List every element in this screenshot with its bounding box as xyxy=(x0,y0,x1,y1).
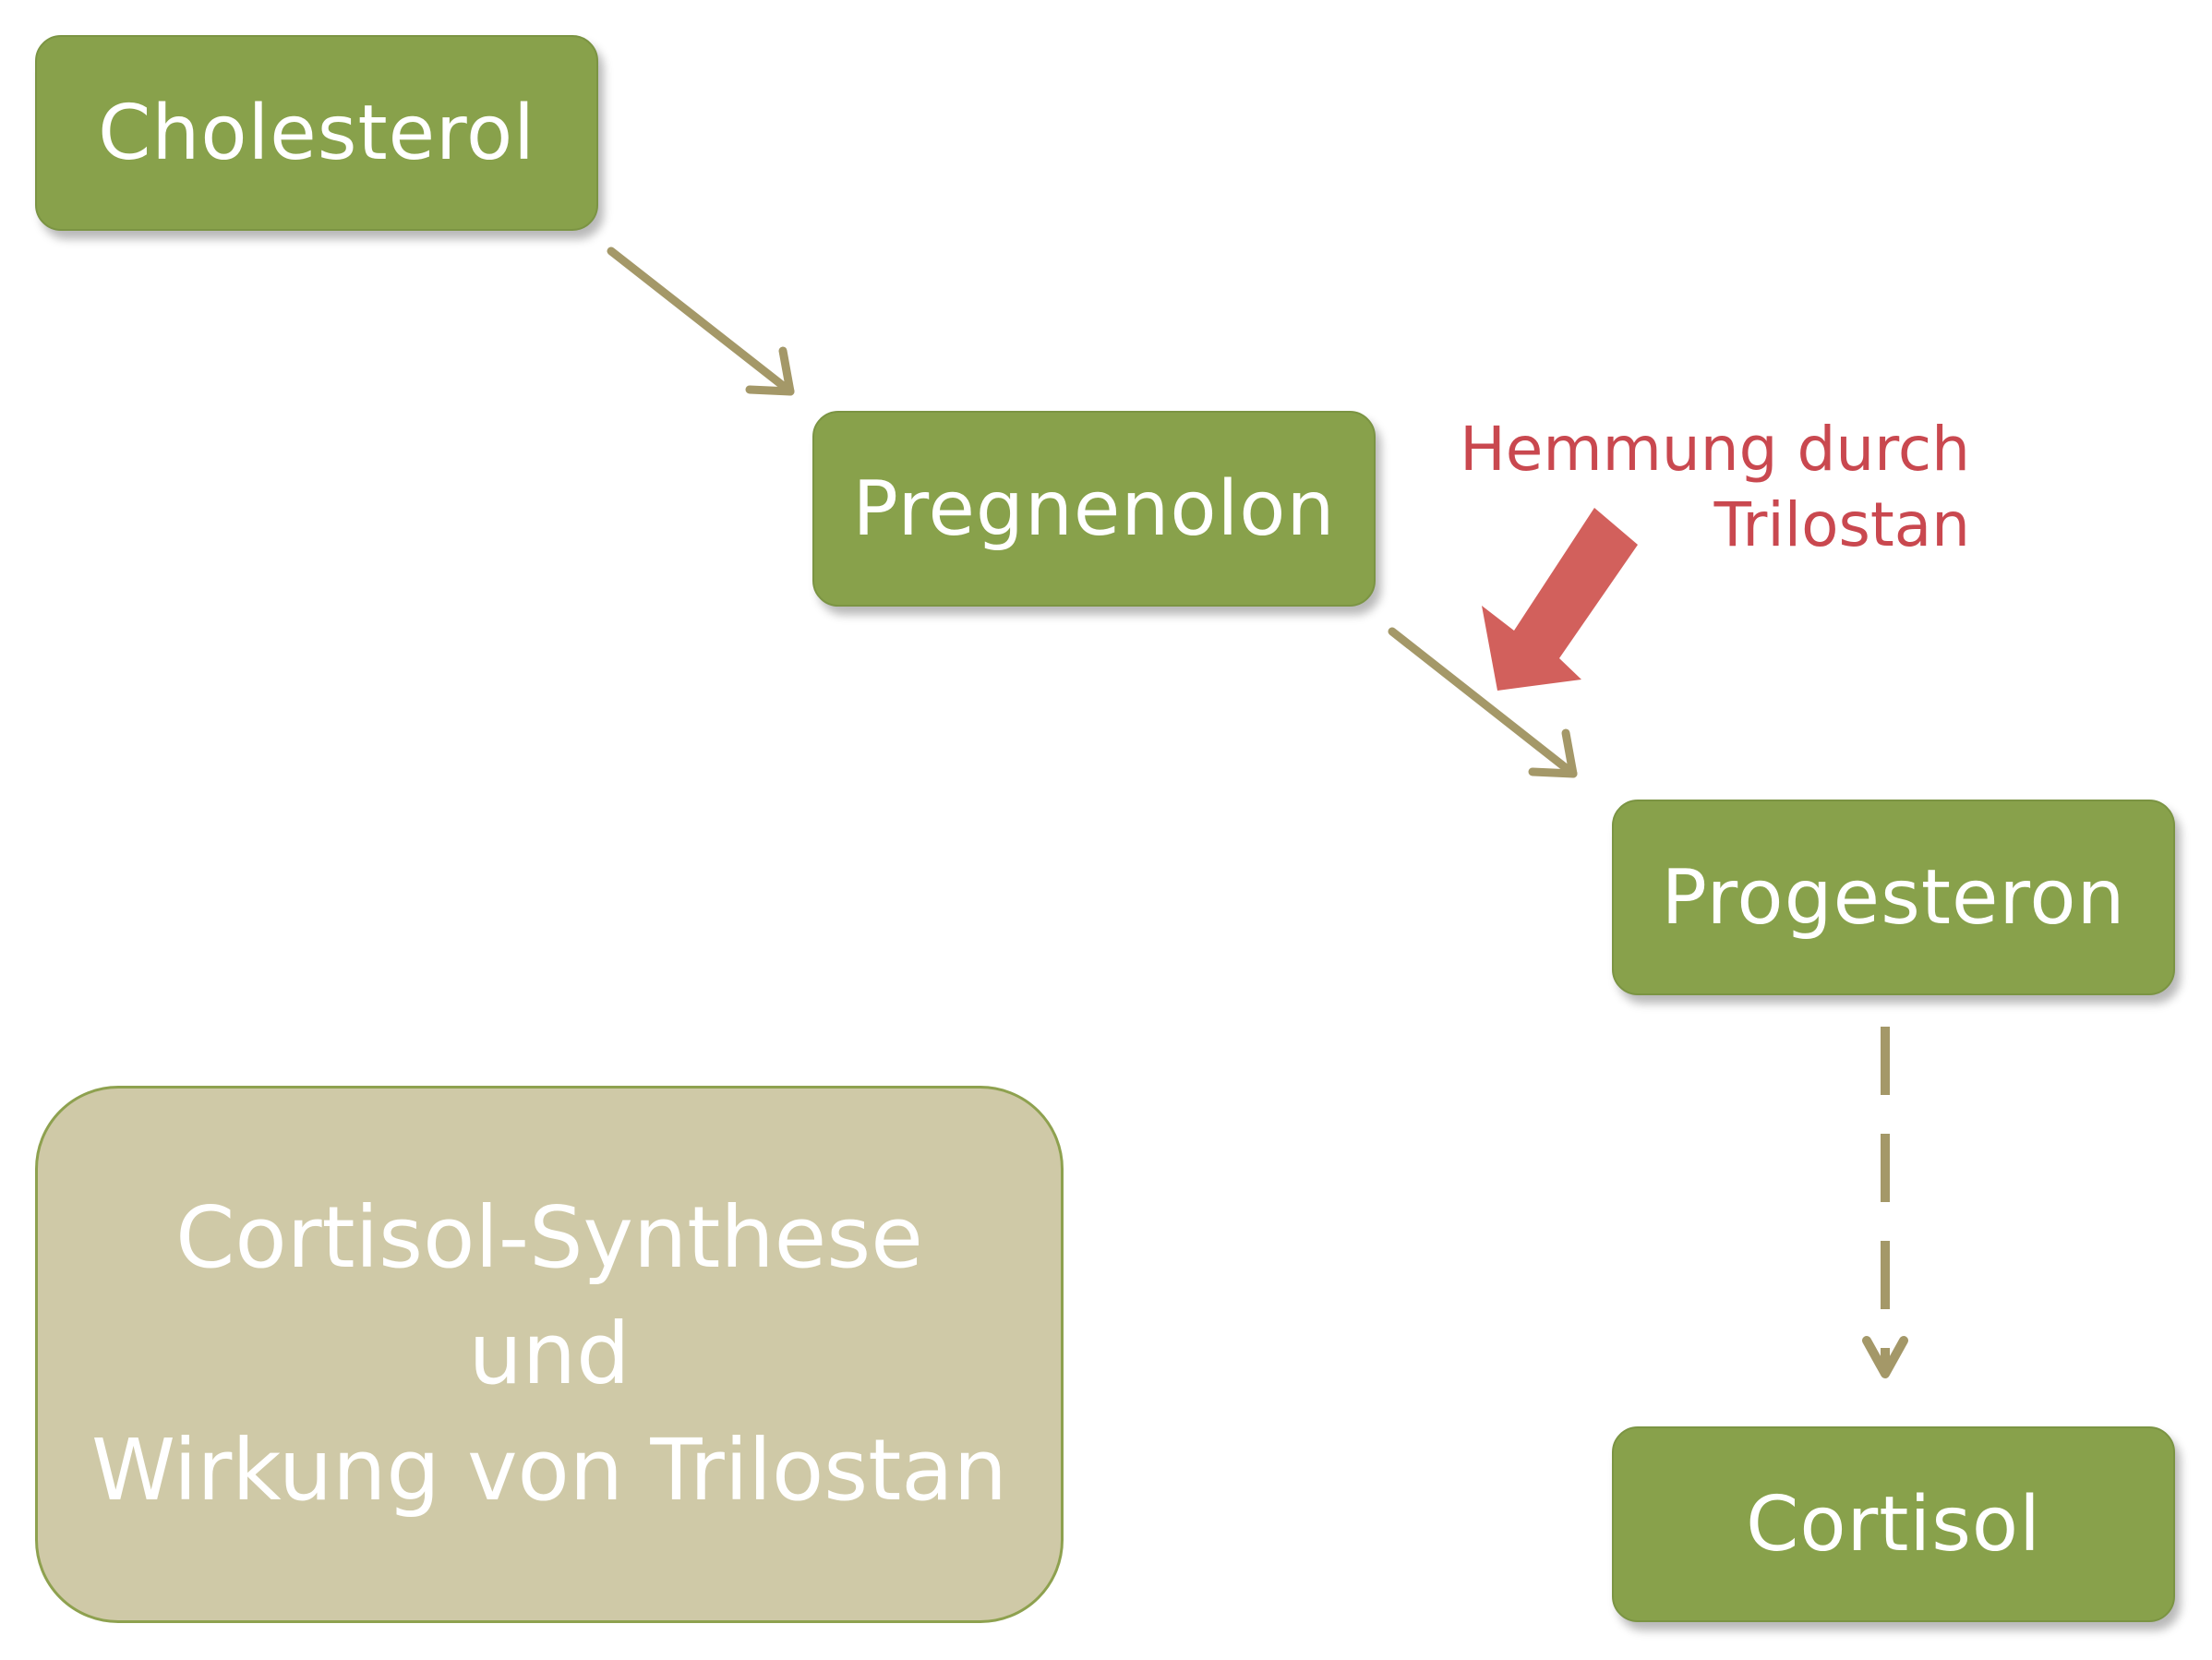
edge-pregnenolon-progesteron xyxy=(1388,627,1578,778)
node-label: Progesteron xyxy=(1661,853,2126,942)
node-label: Cholesterol xyxy=(98,89,535,177)
edge-cholesterol-pregnenolon xyxy=(607,247,795,396)
node-pregnenolon: Pregnenolon xyxy=(812,411,1376,607)
node-progesteron: Progesteron xyxy=(1612,800,2175,995)
node-label: Cortisol xyxy=(1746,1480,2041,1569)
title-line-3: Wirkung von Trilostan xyxy=(91,1421,1007,1520)
diagram-title-box: Cortisol-Synthese und Wirkung von Trilos… xyxy=(35,1086,1064,1623)
inhibition-label-line-1: Hemmung durch xyxy=(1460,414,1970,485)
inhibition-label: Hemmung durch Trilostan xyxy=(1440,412,1970,563)
arrowhead-progesteron-cortisol xyxy=(1862,1336,1908,1378)
node-label: Pregnenolon xyxy=(852,464,1336,553)
title-line-2: und xyxy=(468,1305,631,1403)
title-line-1: Cortisol-Synthese xyxy=(175,1188,923,1287)
node-cholesterol: Cholesterol xyxy=(35,35,598,231)
node-cortisol: Cortisol xyxy=(1612,1426,2175,1622)
arrowhead-pregnenolon-progesteron xyxy=(1528,728,1578,778)
arrowhead-cholesterol-pregnenolon xyxy=(745,346,795,396)
inhibition-label-line-2: Trilostan xyxy=(1713,489,1970,560)
